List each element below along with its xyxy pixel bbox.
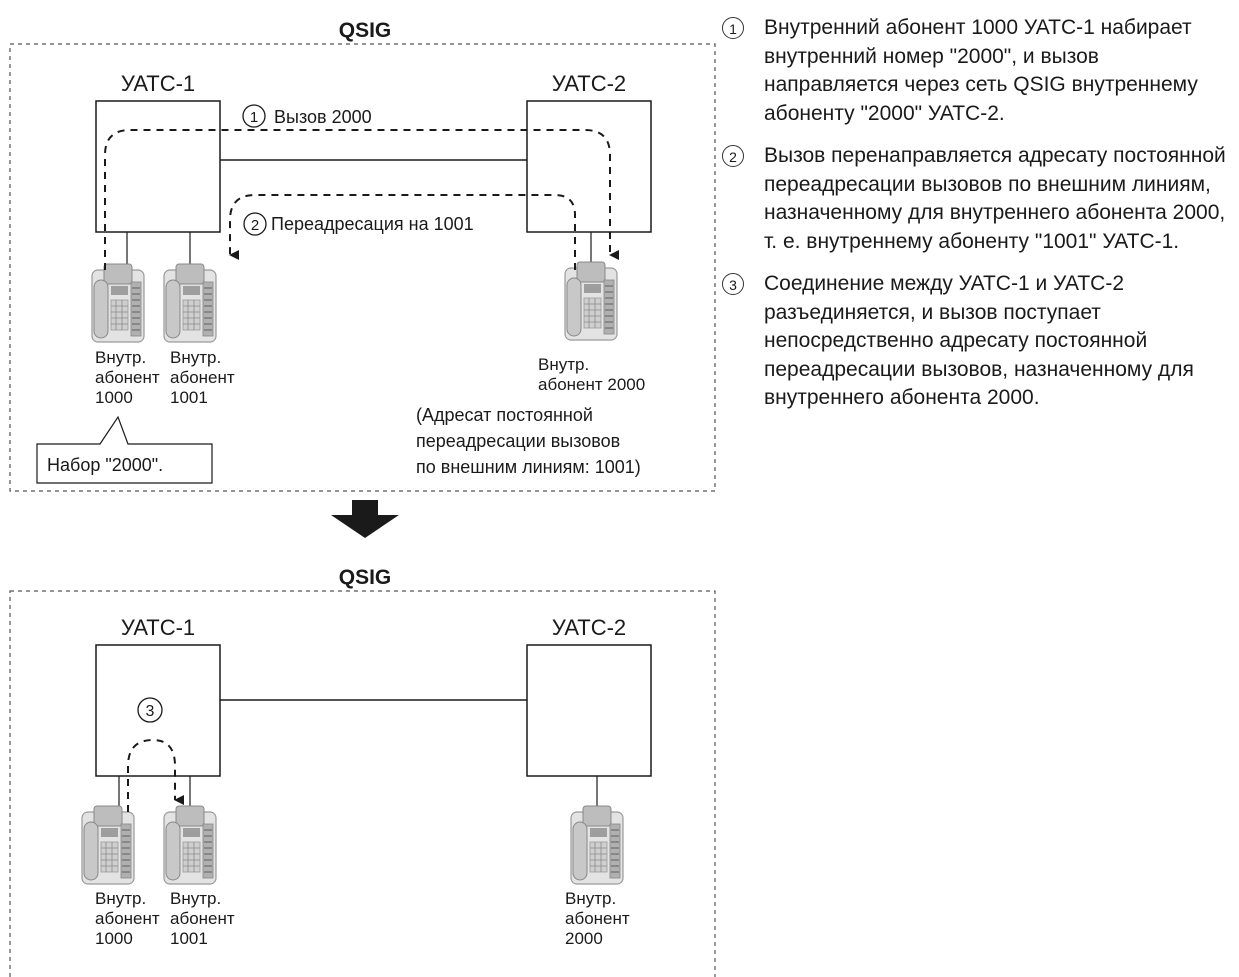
pbx2-box-bottom <box>526 644 652 777</box>
direct-connection-arrow <box>127 738 184 812</box>
step-text-3: Соединение между УАТС-1 и УАТС-2 разъеди… <box>764 272 1194 409</box>
ext1001-label-bottom: Внутр. абонент 1001 <box>170 889 235 948</box>
connect-step-marker <box>137 697 163 723</box>
step-item-2: 2 Вызов перенаправляется адресату постоя… <box>722 142 1237 256</box>
svg-text:2000: 2000 <box>565 929 603 948</box>
svg-text:по внешним линиям: 1001): по внешним линиям: 1001) <box>416 457 641 477</box>
svg-text:абонент: абонент <box>95 368 160 387</box>
svg-text:1000: 1000 <box>95 929 133 948</box>
svg-text:Внутр.: Внутр. <box>170 889 221 908</box>
network-label-bottom: QSIG <box>339 566 392 589</box>
phone-icon-ext2000-bottom <box>570 805 624 885</box>
svg-text:1000: 1000 <box>95 388 133 407</box>
phone-icon-ext1000 <box>91 263 145 343</box>
svg-text:Внутр.: Внутр. <box>565 889 616 908</box>
forward-destination-note: (Адресат постоянной переадресации вызово… <box>416 405 641 477</box>
qsig-network-boundary <box>9 43 716 492</box>
redirect-path-arrow <box>229 194 576 270</box>
ext1000-label: Внутр. абонент 1000 <box>95 348 160 407</box>
dial-callout-bubble <box>36 415 213 484</box>
pbx1-label-bottom: УАТС-1 <box>121 615 195 640</box>
phone-icon-ext1000-bottom <box>81 805 135 885</box>
svg-text:Внутр.: Внутр. <box>95 348 146 367</box>
ext2000-label: Внутр. абонент 2000 <box>538 355 645 394</box>
step-text-2: Вызов перенаправляется адресату постоянн… <box>764 144 1226 253</box>
ext2000-label-bottom: Внутр. абонент 2000 <box>565 889 630 948</box>
pbx1-box <box>95 100 221 233</box>
step-number-1: 1 <box>722 17 744 39</box>
step-text-1: Внутренний абонент 1000 УАТС-1 набирает … <box>764 16 1198 125</box>
redirect-label: Переадресация на 1001 <box>271 214 474 234</box>
svg-text:Внутр.: Внутр. <box>170 348 221 367</box>
qsig-network-boundary-bottom <box>9 590 716 977</box>
svg-text:1001: 1001 <box>170 388 208 407</box>
call-step-marker <box>242 104 266 128</box>
step-descriptions: 1 Внутренний абонент 1000 УАТС-1 набирае… <box>722 14 1237 413</box>
phone-icon-ext2000 <box>564 261 618 341</box>
call-step-number: 1 <box>250 109 258 126</box>
transition-down-arrow <box>331 500 399 538</box>
svg-text:Внутр.: Внутр. <box>95 889 146 908</box>
svg-text:абонент: абонент <box>565 909 630 928</box>
svg-text:Внутр.: Внутр. <box>538 355 589 374</box>
top-diagram: QSIG УАТС-1 УАТС-2 1 Вызов 2000 2 Переад… <box>9 19 716 492</box>
step-item-1: 1 Внутренний абонент 1000 УАТС-1 набирае… <box>722 14 1237 128</box>
pbx2-label-bottom: УАТС-2 <box>552 615 626 640</box>
svg-text:(Адресат постоянной: (Адресат постоянной <box>416 405 593 425</box>
dial-callout-text: Набор "2000". <box>47 455 163 475</box>
svg-text:1001: 1001 <box>170 929 208 948</box>
step-number-2: 2 <box>722 145 744 167</box>
connect-step-number: 3 <box>146 703 155 720</box>
redirect-label-backing <box>269 208 519 234</box>
pbx1-label: УАТС-1 <box>121 71 195 96</box>
step-item-3: 3 Соединение между УАТС-1 и УАТС-2 разъе… <box>722 270 1237 413</box>
svg-text:абонент: абонент <box>170 909 235 928</box>
call-path-arrow <box>104 129 619 270</box>
redirect-step-number: 2 <box>251 217 259 234</box>
svg-text:переадресации вызовов: переадресации вызовов <box>416 431 620 451</box>
pbx2-label: УАТС-2 <box>552 71 626 96</box>
phone-icon-ext1001 <box>163 263 217 343</box>
svg-text:абонент: абонент <box>95 909 160 928</box>
redirect-step-marker <box>243 212 267 236</box>
bottom-diagram: QSIG УАТС-1 УАТС-2 3 Внутр. абонент 1000… <box>9 566 716 977</box>
step-number-3: 3 <box>722 273 744 295</box>
svg-text:абонент: абонент <box>170 368 235 387</box>
svg-text:абонент 2000: абонент 2000 <box>538 375 645 394</box>
ext1000-label-bottom: Внутр. абонент 1000 <box>95 889 160 948</box>
call-label: Вызов 2000 <box>274 107 372 127</box>
pbx2-box <box>526 100 652 233</box>
phone-icon-ext1001-bottom <box>163 805 217 885</box>
ext1001-label: Внутр. абонент 1001 <box>170 348 235 407</box>
network-label: QSIG <box>339 19 392 42</box>
